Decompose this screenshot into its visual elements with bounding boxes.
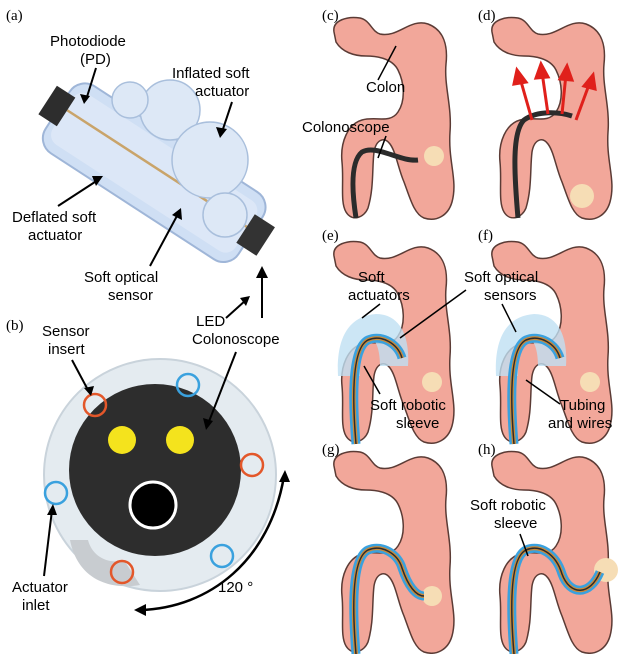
inflated-label-1: Inflated soft xyxy=(172,65,250,82)
deflated-label-2: actuator xyxy=(28,227,82,244)
light-source-right xyxy=(166,426,194,454)
panel-c: (c) Colon Colonoscope xyxy=(302,8,454,219)
optical-sensor-label-2: sensor xyxy=(108,287,153,304)
pd-abbrev-label: (PD) xyxy=(80,51,111,68)
panel-a-label: (a) xyxy=(6,8,23,24)
soft-actuators-label-1: Soft xyxy=(358,269,386,286)
panel-e-label: (e) xyxy=(322,228,339,244)
panel-g: (g) xyxy=(322,442,454,654)
sensor-insert-label-2: insert xyxy=(48,341,86,358)
sleeve-e-label-2: sleeve xyxy=(396,415,439,432)
panel-g-label: (g) xyxy=(322,442,340,458)
panel-b-label: (b) xyxy=(6,318,24,334)
panel-d-label: (d) xyxy=(478,8,496,24)
soft-sensors-label-1: Soft optical xyxy=(464,269,538,286)
deflated-label-1: Deflated soft xyxy=(12,209,97,226)
panel-c-label: (c) xyxy=(322,8,339,24)
soft-sensors-label-2: sensors xyxy=(484,287,537,304)
actuator-inlet-label-1: Actuator xyxy=(12,579,68,596)
sleeve-h-label-2: sleeve xyxy=(494,515,537,532)
angle-label: 120 ° xyxy=(218,579,253,596)
panel-h-label: (h) xyxy=(478,442,496,458)
panel-h: (h) Soft robotic sleeve xyxy=(470,442,618,654)
sleeve-h-label-1: Soft robotic xyxy=(470,497,546,514)
soft-actuators-label-2: actuators xyxy=(348,287,410,304)
working-channel xyxy=(130,482,176,528)
actuator-inlet-label-2: inlet xyxy=(22,597,50,614)
sensor-insert-label-1: Sensor xyxy=(42,323,90,340)
tubing-label-2: and wires xyxy=(548,415,612,432)
light-source-left xyxy=(108,426,136,454)
led-label: LED xyxy=(196,313,225,330)
colon-label: Colon xyxy=(366,79,405,96)
sleeve-e-label-1: Soft robotic xyxy=(370,397,446,414)
colonoscope-disc xyxy=(69,384,241,556)
colonoscope-label-c: Colonoscope xyxy=(302,119,390,136)
panel-d: (d) xyxy=(478,8,612,219)
colonoscope-label-b: Colonoscope xyxy=(192,331,280,348)
inflated-label-2: actuator xyxy=(195,83,249,100)
optical-sensor-label-1: Soft optical xyxy=(84,269,158,286)
photodiode-label: Photodiode xyxy=(50,33,126,50)
panel-f-label: (f) xyxy=(478,228,493,244)
tubing-label-1: Tubing xyxy=(560,397,605,414)
panel-b: (b) Sensor insert Colonoscope Actuator i… xyxy=(6,266,290,616)
panel-e: (e) Soft actuators Soft robotic sleeve xyxy=(322,228,454,444)
panel-a: (a) Photodiode (PD) Inflated soft actuat… xyxy=(6,8,286,330)
